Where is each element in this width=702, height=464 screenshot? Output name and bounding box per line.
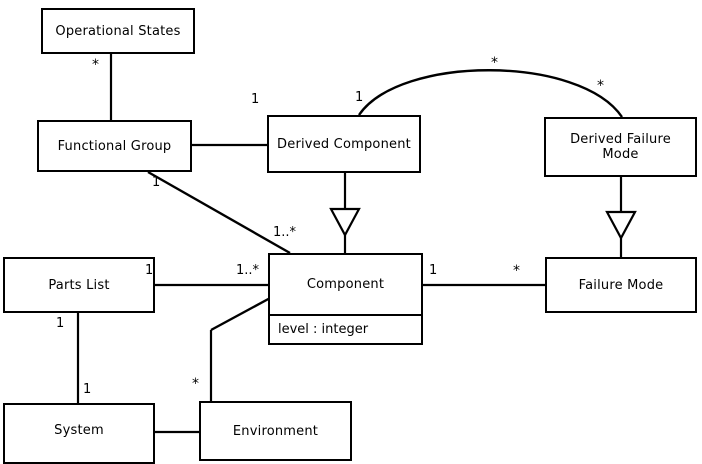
multiplicity-functionalgroup-component-near-source: 1 (152, 175, 161, 190)
multiplicity-derivedcomponent-arc: 1 (355, 90, 364, 105)
class-name-component: Component (306, 277, 385, 292)
multiplicity-partslist-system-near-partslist: 1 (56, 316, 65, 331)
uml-class-failure-mode[interactable]: Failure Mode (545, 257, 697, 313)
class-name-derived-component: Derived Component (277, 136, 411, 152)
class-attribute-component-level: level : integer (270, 314, 421, 343)
multiplicity-partslist-system-near-system: 1 (83, 382, 92, 397)
edge-functionalgroup-component (147, 170, 291, 255)
edge-environment-component-diagonal (210, 295, 273, 332)
class-name-derived-failure-mode: Derived Failure Mode (570, 132, 671, 162)
uml-class-parts-list[interactable]: Parts List (3, 257, 155, 313)
class-name-operational-states: Operational States (55, 23, 181, 39)
multiplicity-arc-apex: * (491, 55, 498, 71)
class-name-functional-group: Functional Group (57, 138, 172, 154)
uml-class-operational-states[interactable]: Operational States (41, 8, 195, 54)
multiplicity-partslist-component-near-component: 1..* (236, 263, 260, 278)
class-name-failure-mode: Failure Mode (578, 277, 664, 293)
class-name-system: System (54, 423, 104, 438)
uml-class-derived-failure-mode[interactable]: Derived Failure Mode (544, 117, 697, 177)
multiplicity-operationalstates-functionalgroup: * (92, 57, 99, 73)
multiplicity-functionalgroup-derivedcomponent: 1 (251, 92, 260, 107)
generalization-triangle-component (329, 207, 361, 238)
uml-class-component[interactable]: Component level : integer (268, 253, 423, 345)
uml-class-functional-group[interactable]: Functional Group (37, 120, 192, 172)
multiplicity-partslist-component-near-partslist: 1 (145, 263, 154, 278)
uml-class-environment[interactable]: Environment (199, 401, 352, 461)
class-name-parts-list: Parts List (48, 277, 110, 293)
uml-class-derived-component[interactable]: Derived Component (267, 115, 421, 173)
multiplicity-environment-component: * (192, 376, 199, 392)
class-name-environment: Environment (232, 423, 319, 439)
multiplicity-component-failuremode-near-component: 1 (429, 263, 438, 278)
multiplicity-derivedfailuremode-arc: * (597, 78, 604, 94)
multiplicity-functionalgroup-component: 1..* (273, 225, 297, 240)
uml-class-system[interactable]: System (3, 403, 155, 464)
multiplicity-component-failuremode-near-failuremode: * (513, 263, 520, 279)
edge-derivedcomponent-derivedfailuremode (358, 69, 623, 118)
generalization-triangle-failuremode (605, 210, 637, 241)
